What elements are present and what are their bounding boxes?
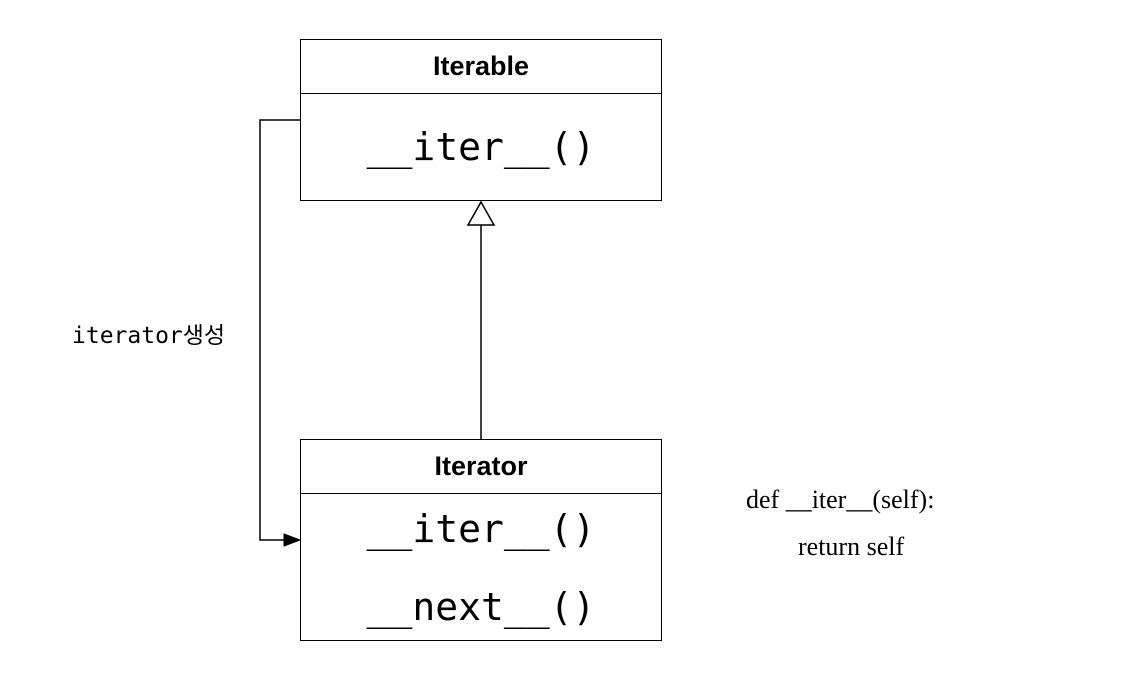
- iterable-class-box: Iterable __iter__(): [300, 39, 662, 201]
- inheritance-arrowhead: [466, 200, 496, 226]
- iterator-class-box: Iterator __iter__() __next__(): [300, 439, 662, 641]
- creation-connector: [259, 119, 301, 541]
- code-note-line-2: return self: [798, 532, 905, 561]
- iterable-class-title: Iterable: [301, 40, 661, 94]
- creation-arrowhead: [283, 533, 302, 547]
- iterable-iter-method: __iter__(): [366, 125, 596, 169]
- iterator-class-title: Iterator: [301, 440, 661, 494]
- iterator-next-method: __next__(): [366, 585, 596, 629]
- iterator-iter-method: __iter__(): [366, 507, 596, 551]
- code-note-line-1: def __iter__(self):: [746, 485, 935, 514]
- creation-edge-label: iterator생성: [72, 323, 226, 349]
